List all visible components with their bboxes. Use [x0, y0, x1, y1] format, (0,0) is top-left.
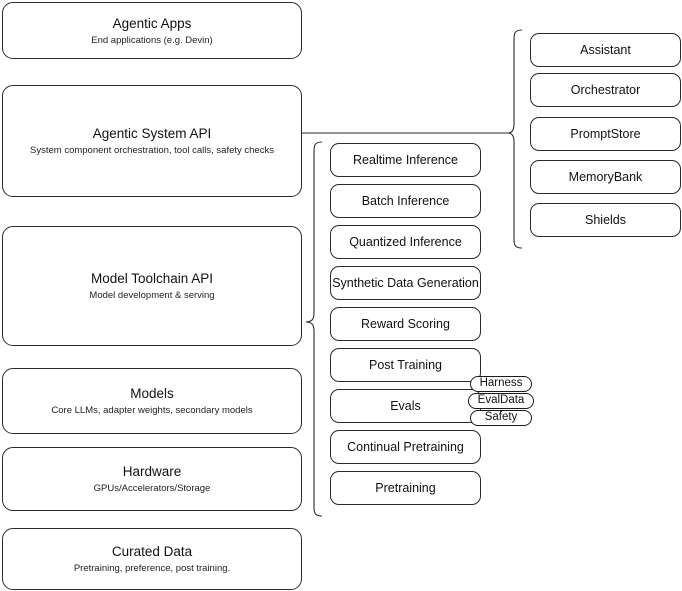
layer-title: Agentic Apps [112, 15, 192, 31]
toolchain-item-synthetic-data-generation[interactable]: Synthetic Data Generation [330, 266, 481, 300]
layer-box-hardware[interactable]: Hardware GPUs/Accelerators/Storage [2, 447, 302, 511]
system-component-memorybank[interactable]: MemoryBank [530, 160, 681, 194]
item-label: Synthetic Data Generation [332, 275, 479, 290]
system-component-orchestrator[interactable]: Orchestrator [530, 73, 681, 107]
item-label: Reward Scoring [361, 316, 450, 331]
brace-right-column [507, 29, 523, 249]
toolchain-item-quantized-inference[interactable]: Quantized Inference [330, 225, 481, 259]
layer-box-agentic-apps[interactable]: Agentic Apps End applications (e.g. Devi… [2, 2, 302, 59]
toolchain-item-realtime-inference[interactable]: Realtime Inference [330, 143, 481, 177]
toolchain-item-post-training[interactable]: Post Training [330, 348, 481, 382]
item-label: Assistant [580, 42, 631, 57]
system-component-assistant[interactable]: Assistant [530, 33, 681, 67]
layer-box-agentic-system-api[interactable]: Agentic System API System component orch… [2, 85, 302, 197]
eval-badge-evaldata[interactable]: EvalData [468, 393, 534, 409]
badge-label: Harness [479, 377, 523, 390]
toolchain-item-reward-scoring[interactable]: Reward Scoring [330, 307, 481, 341]
item-label: Orchestrator [570, 82, 641, 97]
toolchain-item-continual-pretraining[interactable]: Continual Pretraining [330, 430, 481, 464]
item-label: Evals [390, 398, 421, 413]
item-label: Realtime Inference [353, 152, 458, 167]
item-label: Post Training [369, 357, 442, 372]
layer-box-model-toolchain-api[interactable]: Model Toolchain API Model development & … [2, 226, 302, 346]
system-component-promptstore[interactable]: PromptStore [530, 117, 681, 151]
eval-badge-harness[interactable]: Harness [470, 376, 532, 392]
layer-subtitle: Pretraining, preference, post training. [73, 563, 231, 574]
layer-title: Curated Data [111, 544, 193, 559]
item-label: Shields [585, 212, 626, 227]
toolchain-item-batch-inference[interactable]: Batch Inference [330, 184, 481, 218]
layer-subtitle: End applications (e.g. Devin) [91, 34, 213, 46]
system-component-shields[interactable]: Shields [530, 203, 681, 237]
layer-title: Models [130, 386, 174, 401]
toolchain-item-evals[interactable]: Evals [330, 389, 481, 423]
layer-subtitle: Model development & serving [89, 290, 215, 301]
layer-title: Model Toolchain API [90, 271, 214, 286]
eval-badge-safety[interactable]: Safety [470, 410, 532, 426]
layer-subtitle: GPUs/Accelerators/Storage [93, 483, 211, 494]
item-label: MemoryBank [568, 169, 643, 184]
layer-title: Agentic System API [92, 126, 212, 141]
layer-box-models[interactable]: Models Core LLMs, adapter weights, secon… [2, 368, 302, 434]
item-label: PromptStore [570, 126, 641, 141]
badge-label: EvalData [477, 394, 525, 407]
layer-subtitle: Core LLMs, adapter weights, secondary mo… [51, 405, 253, 416]
layer-box-curated-data[interactable]: Curated Data Pretraining, preference, po… [2, 528, 302, 590]
item-label: Batch Inference [361, 193, 450, 208]
layer-subtitle: System component orchestration, tool cal… [30, 145, 274, 156]
badge-label: Safety [484, 411, 518, 424]
item-label: Quantized Inference [349, 234, 462, 249]
layer-title: Hardware [122, 464, 182, 479]
toolchain-item-pretraining[interactable]: Pretraining [330, 471, 481, 505]
item-label: Pretraining [375, 480, 436, 495]
brace-middle-column [305, 141, 323, 517]
item-label: Continual Pretraining [347, 439, 464, 454]
